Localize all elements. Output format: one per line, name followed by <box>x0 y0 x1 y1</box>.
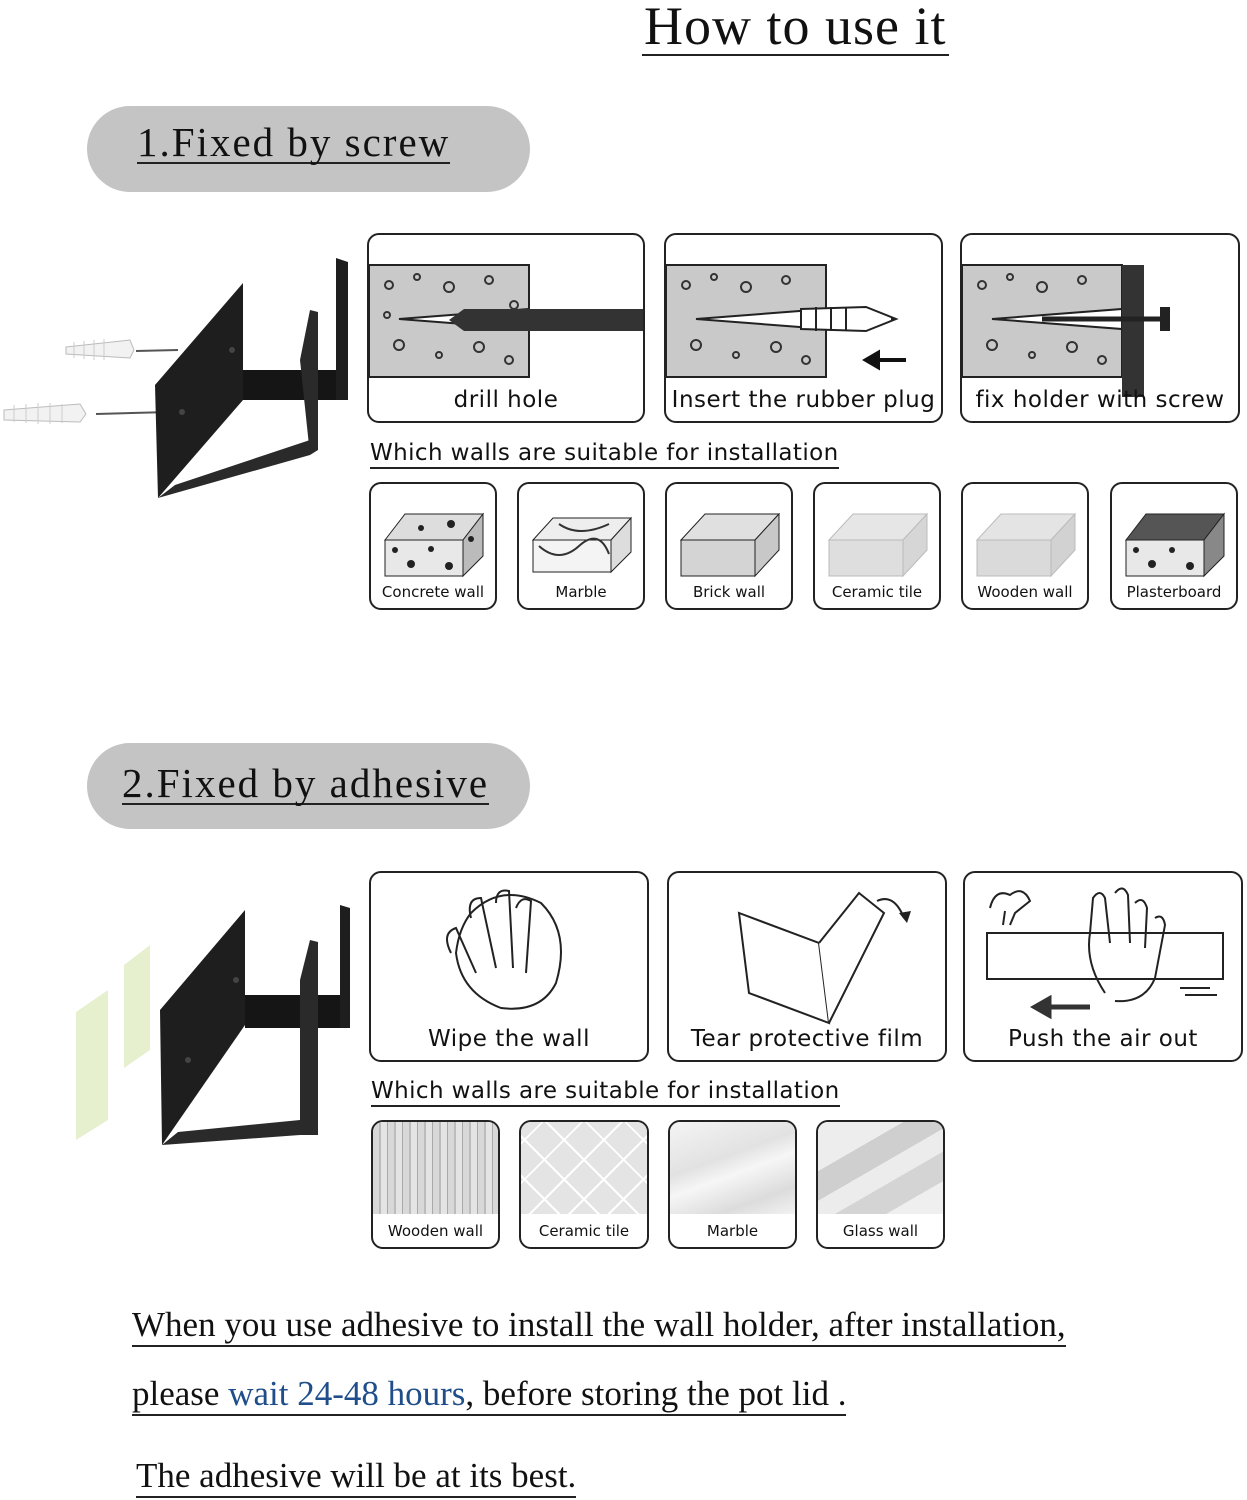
wall-ceramic: Ceramic tile <box>813 482 941 610</box>
step-tear-film: Tear protective film <box>667 871 947 1062</box>
wooden-block-icon <box>975 512 1077 578</box>
tile-texture <box>521 1122 647 1214</box>
wall-label: Glass wall <box>842 1222 919 1240</box>
adhesive-walls-heading: Which walls are suitable for installatio… <box>371 1078 840 1107</box>
page-title: How to use it <box>642 0 949 56</box>
wall-holder-icon <box>155 258 348 498</box>
marble-block-icon <box>531 516 633 574</box>
note-highlight: wait 24-48 hours <box>228 1374 466 1413</box>
screw-walls-heading: Which walls are suitable for installatio… <box>370 440 839 469</box>
wall-marble: Marble <box>517 482 645 610</box>
concrete-block-icon <box>383 512 485 578</box>
step-insert-plug: Insert the rubber plug <box>664 233 943 423</box>
holder-with-screws-illustration <box>0 250 360 510</box>
press-hand-icon <box>986 887 1224 1020</box>
step-label: fix holder with screw <box>975 387 1225 413</box>
wall-brick: Brick wall <box>665 482 793 610</box>
step-fix-screw: fix holder with screw <box>960 233 1240 423</box>
brick-block-icon <box>679 512 781 578</box>
wall-holder-icon <box>160 905 350 1145</box>
note-line-3: The adhesive will be at its best. <box>136 1456 577 1498</box>
plasterboard-block-icon <box>1124 512 1226 578</box>
wall-label: Ceramic tile <box>831 583 923 601</box>
ceramic-block-icon <box>827 512 929 578</box>
wall-label: Marble <box>706 1222 759 1240</box>
holder-with-adhesive-illustration <box>60 900 360 1160</box>
wall-label: Marble <box>555 583 607 601</box>
rubber-plug-insert-icon <box>666 264 906 378</box>
section-adhesive-heading: 2.Fixed by adhesive <box>87 743 530 829</box>
marble-texture <box>670 1122 795 1214</box>
wall-glass-texture: Glass wall <box>816 1120 945 1249</box>
wood-texture <box>373 1122 498 1214</box>
wall-label: Brick wall <box>692 583 766 601</box>
step-label: Wipe the wall <box>428 1026 590 1052</box>
peel-film-icon <box>737 891 911 1025</box>
wall-label: Concrete wall <box>381 583 485 601</box>
screw-fix-icon <box>962 264 1170 397</box>
rubber-plug-icon <box>3 339 135 424</box>
hand-cloth-icon <box>446 889 562 1010</box>
wall-concrete: Concrete wall <box>369 482 497 610</box>
note-line-2-pre: please <box>132 1374 229 1413</box>
step-push-air: Push the air out <box>963 871 1243 1062</box>
glass-texture <box>818 1122 943 1214</box>
wall-wooden-texture: Wooden wall <box>371 1120 500 1249</box>
section-screw-heading-text: 1.Fixed by screw <box>137 119 451 165</box>
section-screw-heading: 1.Fixed by screw <box>87 106 530 192</box>
adhesive-pad-icon <box>76 945 150 1140</box>
wall-plasterboard: Plasterboard <box>1110 482 1238 610</box>
wall-label: Wooden wall <box>387 1222 484 1240</box>
wall-label: Wooden wall <box>977 583 1073 601</box>
wall-marble-texture: Marble <box>668 1120 797 1249</box>
section-adhesive-heading-text: 2.Fixed by adhesive <box>122 760 490 806</box>
note-line-2-post: , before storing the pot lid . <box>465 1374 847 1413</box>
step-wipe-wall: Wipe the wall <box>369 871 649 1062</box>
step-label: drill hole <box>453 387 559 413</box>
step-label: Insert the rubber plug <box>671 387 936 413</box>
wall-ceramic-texture: Ceramic tile <box>519 1120 649 1249</box>
wall-wooden: Wooden wall <box>961 482 1089 610</box>
step-label: Push the air out <box>1008 1026 1198 1052</box>
step-label: Tear protective film <box>690 1026 924 1052</box>
note-line-1: When you use adhesive to install the wal… <box>132 1305 1066 1347</box>
step-drill-hole: drill hole <box>367 233 645 423</box>
note-line-2: please wait 24-48 hours, before storing … <box>132 1374 847 1416</box>
drill-icon <box>369 264 643 378</box>
wall-label: Ceramic tile <box>538 1222 630 1240</box>
wall-label: Plasterboard <box>1126 583 1222 601</box>
